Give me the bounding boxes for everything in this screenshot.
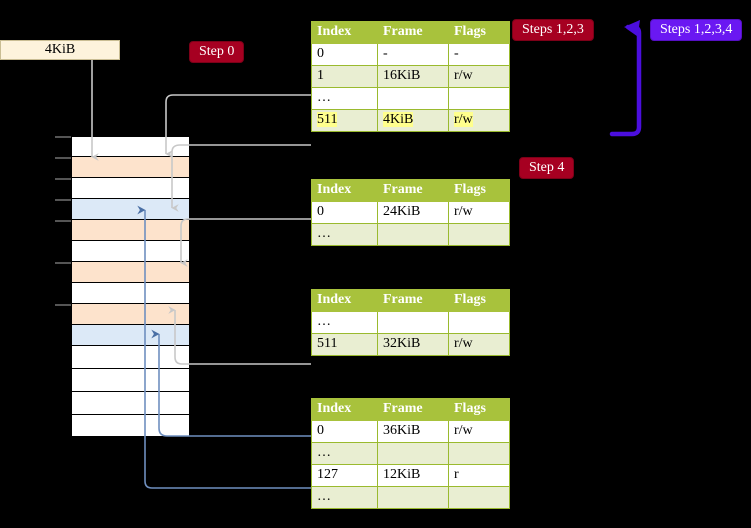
column-header-flags: Flags <box>448 289 510 312</box>
step-0-badge: Step 0 <box>189 41 245 64</box>
memory-size-box: 4KiB <box>0 40 120 60</box>
memory-frame-row <box>71 324 190 345</box>
steps-1234-badge: Steps 1,2,3,4 <box>650 19 743 42</box>
cell-frame: 12KiB <box>377 464 449 487</box>
table-row: … <box>311 87 510 110</box>
table-row: … <box>311 223 510 246</box>
highlighted-value: 4KiB <box>383 112 414 127</box>
cell-frame: 36KiB <box>377 420 449 443</box>
memory-tick <box>55 199 71 201</box>
memory-frame-row <box>71 198 190 219</box>
cell-flags <box>448 223 510 246</box>
highlighted-value: r/w <box>454 112 473 127</box>
cell-frame: - <box>377 43 449 66</box>
cell-index: 511 <box>311 109 378 132</box>
cell-index: 0 <box>311 201 378 224</box>
cell-flags: r/w <box>448 109 510 132</box>
cell-frame <box>377 486 449 509</box>
highlighted-value: 511 <box>317 112 338 127</box>
memory-tick <box>55 304 71 306</box>
cell-frame <box>377 87 449 110</box>
cell-flags: r/w <box>448 201 510 224</box>
cell-flags <box>448 311 510 334</box>
memory-tick <box>55 178 71 180</box>
cell-flags: r/w <box>448 65 510 88</box>
memory-frame-row <box>71 345 190 368</box>
cell-frame: 24KiB <box>377 201 449 224</box>
memory-frame-row <box>71 368 190 391</box>
memory-tick <box>55 262 71 264</box>
memory-frame-row <box>71 414 190 437</box>
column-header-flags: Flags <box>448 398 510 421</box>
memory-tick <box>55 157 71 159</box>
cell-index: 511 <box>311 333 378 356</box>
column-header-index: Index <box>311 398 378 421</box>
cell-frame <box>377 442 449 465</box>
cell-index: 127 <box>311 464 378 487</box>
cell-index: … <box>311 223 378 246</box>
cell-flags <box>448 486 510 509</box>
cell-index: … <box>311 87 378 110</box>
column-header-index: Index <box>311 21 378 44</box>
step-4-badge: Step 4 <box>519 157 575 180</box>
column-header-flags: Flags <box>448 21 510 44</box>
memory-tick <box>55 220 71 222</box>
table-row: … <box>311 311 510 334</box>
column-header-index: Index <box>311 179 378 202</box>
cell-index: … <box>311 311 378 334</box>
memory-frame-row <box>71 282 190 303</box>
cell-flags: - <box>448 43 510 66</box>
table-row: … <box>311 486 510 509</box>
cell-index: 0 <box>311 43 378 66</box>
memory-frame-row <box>71 219 190 240</box>
cell-index: … <box>311 442 378 465</box>
table-row: 0-- <box>311 43 510 66</box>
cell-frame: 32KiB <box>377 333 449 356</box>
cell-index: 0 <box>311 420 378 443</box>
column-header-frame: Frame <box>377 179 449 202</box>
column-header-flags: Flags <box>448 179 510 202</box>
column-header-frame: Frame <box>377 398 449 421</box>
memory-frame-row <box>71 391 190 414</box>
steps-123-badge: Steps 1,2,3 <box>512 19 594 42</box>
cell-frame: 4KiB <box>377 109 449 132</box>
column-header-frame: Frame <box>377 21 449 44</box>
cell-index: 1 <box>311 65 378 88</box>
cell-flags: r/w <box>448 333 510 356</box>
memory-frame-row <box>71 177 190 198</box>
cell-flags: r/w <box>448 420 510 443</box>
cell-frame <box>377 311 449 334</box>
cell-flags: r <box>448 464 510 487</box>
column-header-index: Index <box>311 289 378 312</box>
physical-memory-column <box>71 136 190 437</box>
cell-frame <box>377 223 449 246</box>
memory-frame-row <box>71 156 190 177</box>
column-header-frame: Frame <box>377 289 449 312</box>
memory-tick <box>55 136 71 138</box>
cell-flags <box>448 442 510 465</box>
cell-frame: 16KiB <box>377 65 449 88</box>
memory-frame-row <box>71 136 190 156</box>
memory-frame-row <box>71 303 190 324</box>
table-row: … <box>311 442 510 465</box>
memory-frame-row <box>71 240 190 261</box>
cell-index: … <box>311 486 378 509</box>
memory-frame-row <box>71 261 190 282</box>
table-row: 511 4KiB r/w <box>311 109 510 132</box>
cell-flags <box>448 87 510 110</box>
